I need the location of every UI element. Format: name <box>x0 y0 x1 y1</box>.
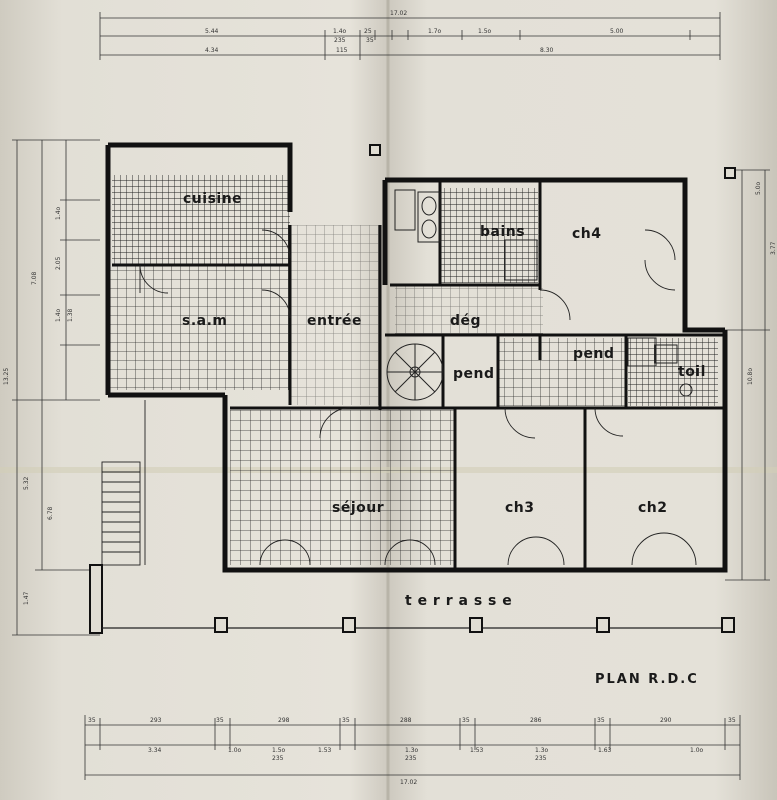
room-deg: dég <box>450 313 481 329</box>
bottom-row2-dims: 3.34 1.0o 1.5o 1.53 1.3o 1.53 1.3o 1.63 … <box>148 747 704 762</box>
svg-text:1.3o: 1.3o <box>535 747 549 754</box>
svg-text:35: 35 <box>216 717 224 724</box>
svg-text:1.0o: 1.0o <box>228 747 242 754</box>
deg-floor <box>395 285 543 335</box>
door-swings <box>139 229 697 566</box>
svg-text:235: 235 <box>405 755 417 762</box>
svg-text:298: 298 <box>278 717 290 724</box>
svg-text:1.38: 1.38 <box>67 308 74 322</box>
svg-text:1.4o: 1.4o <box>55 308 62 322</box>
bottom-total-dim: 17.02 <box>400 779 417 786</box>
top-row2-dims: 4.34 115 8.30 <box>205 47 554 54</box>
bath-fixtures <box>394 189 693 397</box>
svg-text:35: 35 <box>366 37 374 44</box>
room-sam: s.a.m <box>182 313 228 329</box>
room-entree: entrée <box>307 313 362 329</box>
plan-title: PLAN R.D.C <box>595 672 699 687</box>
svg-text:1.4o: 1.4o <box>333 28 347 35</box>
exterior-stair <box>101 400 146 566</box>
svg-text:1.47: 1.47 <box>23 591 30 605</box>
room-pend-1: pend <box>453 366 495 382</box>
room-sejour: séjour <box>332 500 384 516</box>
svg-text:1.53: 1.53 <box>318 747 332 754</box>
entree-floor <box>290 225 380 405</box>
svg-text:1.0o: 1.0o <box>690 747 704 754</box>
svg-text:1.7o: 1.7o <box>428 28 442 35</box>
room-terrasse: t e r r a s s e <box>405 593 512 609</box>
bottom-dimension-lines <box>84 715 741 780</box>
svg-text:35: 35 <box>342 717 350 724</box>
svg-text:35: 35 <box>88 717 96 724</box>
sam-floor <box>108 265 290 390</box>
svg-text:235: 235 <box>334 37 346 44</box>
svg-text:290: 290 <box>660 717 672 724</box>
svg-text:115: 115 <box>336 47 348 54</box>
svg-text:5.32: 5.32 <box>23 476 30 490</box>
svg-text:5.44: 5.44 <box>205 28 219 35</box>
room-pend-2: pend <box>573 346 615 362</box>
right-dimension-lines <box>725 169 770 581</box>
svg-text:1.53: 1.53 <box>470 747 484 754</box>
top-row1-dims: 5.44 1.4o 25 1.7o 1.5o 5.00 235 35 <box>205 28 624 44</box>
svg-text:1.63: 1.63 <box>598 747 612 754</box>
svg-text:3.77: 3.77 <box>770 241 777 255</box>
svg-text:3.34: 3.34 <box>148 747 162 754</box>
svg-text:35: 35 <box>462 717 470 724</box>
svg-text:4.34: 4.34 <box>205 47 219 54</box>
top-total-dim: 17.02 <box>390 10 407 17</box>
svg-text:5.0o: 5.0o <box>755 181 762 195</box>
svg-text:5.00: 5.00 <box>610 28 624 35</box>
toil-floor <box>628 338 718 406</box>
svg-text:35: 35 <box>728 717 736 724</box>
room-ch2: ch2 <box>638 500 668 516</box>
svg-text:1.5o: 1.5o <box>478 28 492 35</box>
svg-text:288: 288 <box>400 717 412 724</box>
svg-text:8.30: 8.30 <box>540 47 554 54</box>
bains-floor <box>440 188 538 283</box>
spiral-staircase <box>386 343 444 401</box>
svg-text:25: 25 <box>364 28 372 35</box>
terrace <box>89 564 735 634</box>
svg-text:235: 235 <box>535 755 547 762</box>
svg-text:286: 286 <box>530 717 542 724</box>
svg-text:1.5o: 1.5o <box>272 747 286 754</box>
left-dims: 13.25 7.08 1.4o 2.05 1.4o 1.38 5.32 6.78… <box>3 206 74 605</box>
svg-text:1.3o: 1.3o <box>405 747 419 754</box>
exterior-walls <box>105 142 728 573</box>
bottom-row1-dims: 35 293 35 298 35 288 35 286 35 290 35 <box>88 717 736 724</box>
room-bains: bains <box>480 224 525 240</box>
pend-hall-floor <box>498 338 626 406</box>
left-dimension-lines <box>12 139 100 636</box>
svg-text:2.05: 2.05 <box>55 256 62 270</box>
svg-text:293: 293 <box>150 717 162 724</box>
right-dims: 5.0o 3.77 10.8o <box>747 181 777 385</box>
sejour-floor <box>230 410 455 565</box>
svg-text:13.25: 13.25 <box>3 368 10 385</box>
svg-text:1.4o: 1.4o <box>55 206 62 220</box>
svg-text:10.8o: 10.8o <box>747 368 754 385</box>
svg-text:235: 235 <box>272 755 284 762</box>
room-cuisine: cuisine <box>183 191 242 207</box>
room-ch4: ch4 <box>572 226 602 242</box>
room-ch3: ch3 <box>505 500 535 516</box>
columns <box>369 144 736 179</box>
room-labels: cuisine s.a.m entrée dég bains ch4 pend … <box>182 191 706 609</box>
cuisine-floor <box>112 175 290 265</box>
svg-text:6.78: 6.78 <box>47 506 54 520</box>
room-toil: toil <box>678 364 706 380</box>
top-dimension-lines <box>99 12 721 60</box>
svg-text:35: 35 <box>597 717 605 724</box>
svg-text:7.08: 7.08 <box>31 271 38 285</box>
